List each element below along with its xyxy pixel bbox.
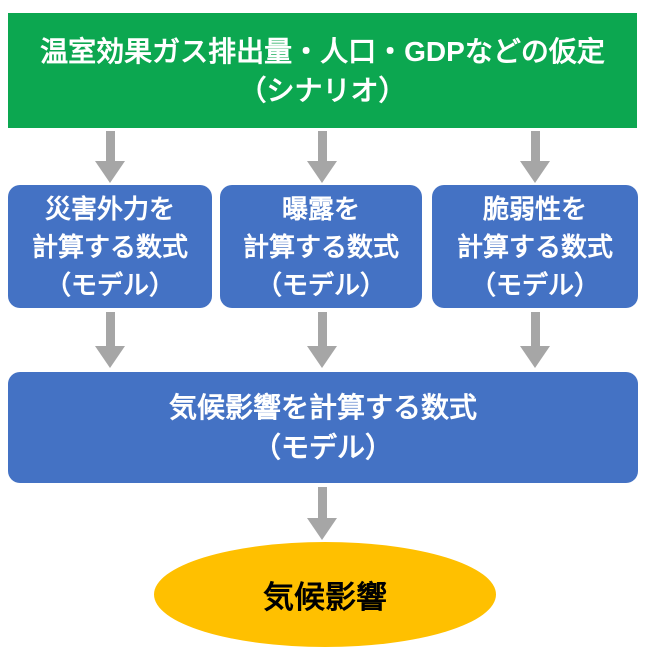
arrow-scenario-to-hazard-model (95, 131, 125, 183)
arrow-hazard-to-impact-model (95, 312, 125, 368)
arrow-scenario-to-exposure-model (307, 131, 337, 183)
arrow-impact-model-to-result (307, 487, 337, 540)
vulnerability-model-line2: 計算する数式 (456, 231, 613, 262)
arrow-scenario-to-vulnerability-model (520, 131, 550, 183)
exposure-model-line2: 計算する数式 (242, 231, 399, 262)
down-arrow-stem (105, 131, 115, 161)
down-arrow-stem (317, 131, 327, 161)
hazard-model-box: 災害外力を 計算する数式 （モデル） (8, 185, 212, 308)
scenario-box: 温室効果ガス排出量・人口・GDPなどの仮定 （シナリオ） (8, 13, 637, 128)
down-arrow-icon (307, 346, 337, 368)
exposure-model-line3: （モデル） (255, 269, 386, 300)
hazard-model-line1: 災害外力を (44, 193, 175, 224)
exposure-model-line1: 曝露を (281, 193, 360, 224)
hazard-model-line3: （モデル） (44, 269, 175, 300)
scenario-box-line2: （シナリオ） (238, 74, 407, 106)
down-arrow-stem (317, 312, 327, 346)
exposure-model-box: 曝露を 計算する数式 （モデル） (220, 185, 422, 308)
arrow-exposure-to-impact-model (307, 312, 337, 368)
impact-model-line2: （モデル） (252, 431, 393, 463)
scenario-box-line1: 温室効果ガス排出量・人口・GDPなどの仮定 (40, 35, 605, 67)
climate-impact-result-label: 気候影響 (263, 580, 387, 615)
vulnerability-model-line3: （モデル） (469, 269, 600, 300)
impact-model-box: 気候影響を計算する数式 （モデル） (8, 372, 638, 483)
down-arrow-icon (95, 161, 125, 183)
hazard-model-line2: 計算する数式 (31, 231, 188, 262)
down-arrow-icon (520, 346, 550, 368)
down-arrow-stem (317, 487, 327, 518)
down-arrow-icon (95, 346, 125, 368)
arrow-vulnerability-to-impact-model (520, 312, 550, 368)
climate-impact-result-ellipse: 気候影響 (154, 542, 496, 647)
down-arrow-icon (520, 161, 550, 183)
down-arrow-stem (105, 312, 115, 346)
vulnerability-model-box: 脆弱性を 計算する数式 （モデル） (432, 185, 638, 308)
down-arrow-icon (307, 161, 337, 183)
down-arrow-stem (530, 312, 540, 346)
down-arrow-icon (307, 518, 337, 540)
down-arrow-stem (530, 131, 540, 161)
vulnerability-model-line1: 脆弱性を (482, 193, 587, 224)
impact-model-line1: 気候影響を計算する数式 (168, 391, 477, 423)
